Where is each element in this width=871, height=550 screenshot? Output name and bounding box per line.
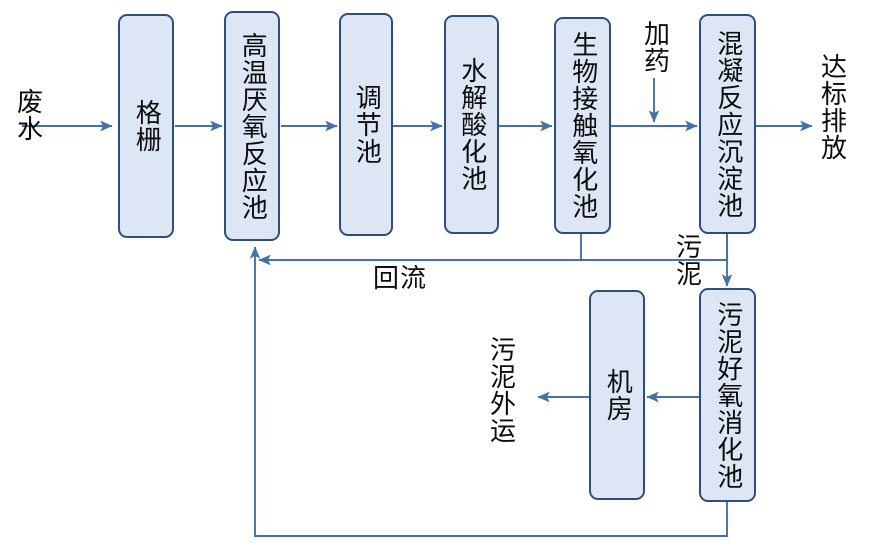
node-anaerobic-label: 高温厌氧反应池 bbox=[237, 31, 268, 221]
label-sludge-haul: 污泥外运 bbox=[485, 336, 516, 444]
label-sludge: 污泥 bbox=[671, 233, 702, 287]
node-grid[interactable]: 格栅 bbox=[118, 14, 174, 238]
label-return-flow: 回流 bbox=[373, 264, 428, 294]
label-dosing: 加药 bbox=[639, 20, 670, 74]
label-effluent: 达标排放 bbox=[816, 53, 847, 161]
node-coagulation[interactable]: 混凝反应沉淀池 bbox=[699, 14, 756, 234]
node-equalization[interactable]: 调节池 bbox=[339, 13, 393, 236]
flow-sludge-digest-return bbox=[249, 246, 728, 537]
node-biocontact-label: 生物接触氧化池 bbox=[567, 31, 598, 220]
node-biocontact[interactable]: 生物接触氧化池 bbox=[554, 17, 611, 234]
node-sludge-digest[interactable]: 污泥好氧消化池 bbox=[699, 288, 756, 502]
node-grid-label: 格栅 bbox=[131, 99, 162, 153]
node-coagulation-label: 混凝反应沉淀池 bbox=[712, 29, 743, 219]
label-influent: 废水 bbox=[12, 88, 43, 142]
flow-coagulation-return bbox=[258, 233, 728, 266]
node-machine-room[interactable]: 机房 bbox=[589, 290, 645, 500]
node-machine-room-label: 机房 bbox=[602, 368, 633, 422]
node-anaerobic[interactable]: 高温厌氧反应池 bbox=[224, 11, 280, 241]
node-hydrolysis[interactable]: 水解酸化池 bbox=[444, 15, 499, 234]
node-equalization-label: 调节池 bbox=[351, 84, 382, 165]
node-hydrolysis-label: 水解酸化池 bbox=[456, 57, 487, 192]
node-sludge-digest-label: 污泥好氧消化池 bbox=[712, 300, 743, 490]
